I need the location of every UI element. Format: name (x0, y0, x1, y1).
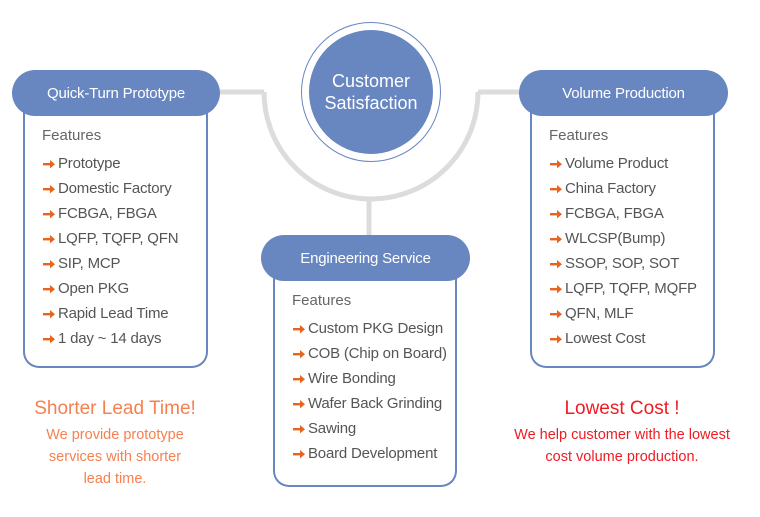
feature-item: Wire Bonding (293, 366, 447, 391)
feature-label: Wafer Back Grinding (308, 395, 443, 412)
feature-item: QFN, MLF (550, 301, 697, 326)
feature-item: Domestic Factory (43, 176, 178, 201)
feature-item: FCBGA, FBGA (43, 201, 178, 226)
center-title-line1: Customer (331, 71, 411, 91)
feature-label: Wire Bonding (308, 370, 396, 387)
arrow-right-icon (43, 184, 56, 194)
arrow-right-icon (293, 449, 306, 459)
feature-label: 1 day ~ 14 days (58, 330, 162, 347)
tagline-line: We help customer with the lowest (514, 427, 730, 443)
arrow-right-icon (293, 374, 306, 384)
feature-item: WLCSP(Bump) (550, 226, 697, 251)
quick-turn-title: Quick-Turn Prototype (47, 84, 185, 102)
arrow-right-icon (43, 209, 56, 219)
arrow-right-icon (550, 209, 563, 219)
engineering-title: Engineering Service (300, 249, 431, 267)
feature-label: China Factory (565, 180, 656, 197)
feature-item: SSOP, SOP, SOT (550, 251, 697, 276)
feature-item: 1 day ~ 14 days (43, 326, 178, 351)
arrow-right-icon (550, 234, 563, 244)
feature-item: LQFP, TQFP, QFN (43, 226, 179, 251)
feature-label: Domestic Factory (58, 180, 172, 197)
feature-label: Board Development (308, 445, 438, 462)
engineering-features-heading: Features (292, 292, 352, 309)
tagline-line: We provide prototype (46, 427, 184, 443)
arrow-right-icon (550, 334, 563, 344)
arrow-right-icon (550, 309, 563, 319)
engineering-service-header: Engineering Service (261, 235, 470, 281)
arrow-right-icon (293, 424, 306, 434)
arrow-right-icon (293, 349, 306, 359)
arrow-right-icon (43, 259, 56, 269)
feature-item: Wafer Back Grinding (293, 391, 447, 416)
quick-turn-features-heading: Features (42, 127, 102, 144)
feature-label: Custom PKG Design (308, 320, 443, 337)
feature-item: SIP, MCP (43, 251, 178, 276)
feature-label: LQFP, TQFP, QFN (58, 230, 179, 247)
feature-label: Volume Product (565, 155, 669, 172)
feature-item: Custom PKG Design (293, 316, 447, 341)
feature-item: FCBGA, FBGA (550, 201, 697, 226)
arrow-right-icon (43, 234, 56, 244)
connector-arc (261, 91, 481, 202)
feature-item: Sawing (293, 416, 447, 441)
feature-item: Prototype (43, 151, 178, 176)
arrow-right-icon (550, 159, 563, 169)
arrow-right-icon (43, 334, 56, 344)
feature-label: Sawing (308, 420, 356, 437)
feature-item: Lowest Cost (550, 326, 697, 351)
feature-item: COB (Chip on Board) (293, 341, 447, 366)
feature-label: LQFP, TQFP, MQFP (565, 280, 697, 297)
feature-label: Prototype (58, 155, 121, 172)
lowest-cost-tagline: Lowest Cost ! We help customer with the … (492, 398, 752, 468)
arrow-right-icon (293, 324, 306, 334)
feature-item: Open PKG (43, 276, 178, 301)
feature-item: LQFP, TQFP, MQFP (550, 276, 697, 301)
feature-label: Rapid Lead Time (58, 305, 169, 322)
feature-label: SSOP, SOP, SOT (565, 255, 680, 272)
center-title-line2: Satisfaction (324, 93, 418, 113)
feature-label: COB (Chip on Board) (308, 345, 447, 362)
feature-label: Lowest Cost (565, 330, 646, 347)
feature-item: Rapid Lead Time (43, 301, 178, 326)
arrow-right-icon (550, 259, 563, 269)
arrow-right-icon (43, 309, 56, 319)
shorter-lead-time-description: We provide prototype services with short… (10, 424, 220, 490)
arrow-right-icon (43, 284, 56, 294)
shorter-lead-time-tagline: Shorter Lead Time! We provide prototype … (10, 398, 220, 490)
feature-label: FCBGA, FBGA (565, 205, 664, 222)
arrow-right-icon (550, 284, 563, 294)
feature-label: SIP, MCP (58, 255, 121, 272)
arrow-right-icon (293, 399, 306, 409)
tagline-line: cost volume production. (545, 449, 699, 465)
arrow-right-icon (43, 159, 56, 169)
volume-features-heading: Features (549, 127, 609, 144)
feature-item: Board Development (293, 441, 447, 466)
feature-label: WLCSP(Bump) (565, 230, 666, 247)
feature-label: QFN, MLF (565, 305, 634, 322)
tagline-line: services with shorter (48, 449, 182, 465)
shorter-lead-time-title: Shorter Lead Time! (34, 398, 196, 419)
volume-production-header: Volume Production (519, 70, 728, 116)
feature-label: Open PKG (58, 280, 129, 297)
quick-turn-prototype-header: Quick-Turn Prototype (12, 70, 220, 116)
feature-label: FCBGA, FBGA (58, 205, 157, 222)
lowest-cost-title: Lowest Cost ! (564, 398, 680, 419)
customer-satisfaction-circle: Customer Satisfaction (309, 30, 433, 154)
volume-title: Volume Production (562, 84, 685, 102)
feature-item: Volume Product (550, 151, 697, 176)
tagline-line: lead time. (83, 471, 147, 487)
lowest-cost-description: We help customer with the lowest cost vo… (492, 424, 752, 468)
feature-item: China Factory (550, 176, 697, 201)
arrow-right-icon (550, 184, 563, 194)
